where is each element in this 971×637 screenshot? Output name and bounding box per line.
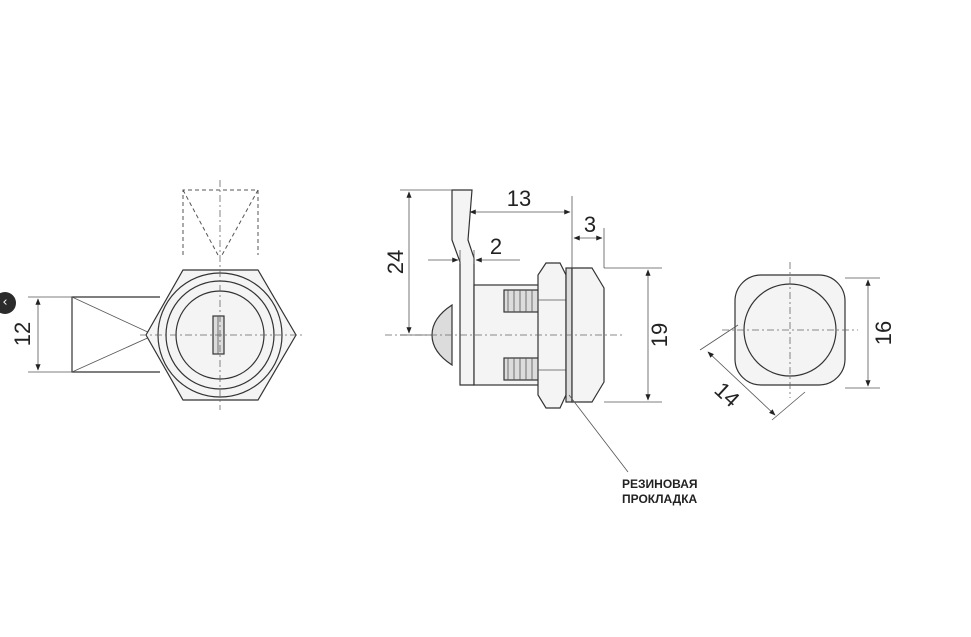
dimension-cam-offset: 2	[428, 234, 520, 264]
threads	[503, 289, 541, 381]
dimension-head-diameter: 19	[604, 267, 672, 403]
front-view: 12	[10, 180, 305, 410]
hidden-cam-outline	[182, 189, 259, 256]
dimension-label-24: 24	[383, 250, 408, 274]
dimension-washer: 3	[573, 212, 605, 268]
side-nut	[537, 262, 567, 409]
chevron-left-icon[interactable]: ‹	[0, 292, 16, 314]
dimension-label-3: 3	[584, 212, 596, 237]
side-view: 24 2 13 3 19 РЕЗИНОВ	[383, 186, 698, 506]
dimension-cam-length: 13	[469, 186, 573, 268]
cam-blade	[451, 189, 475, 386]
cam-tongue	[71, 296, 160, 373]
dimension-side-height: 24	[383, 189, 452, 336]
dimension-label-2: 2	[490, 234, 502, 259]
lock-head	[571, 267, 605, 403]
dimension-label-12: 12	[10, 322, 35, 346]
dimension-label-14: 14	[710, 377, 745, 412]
dimension-label-16: 16	[871, 321, 896, 345]
note-line-1: РЕЗИНОВАЯ	[622, 477, 698, 491]
dimension-front-height: 12	[10, 296, 72, 373]
rear-view: 16 14	[699, 262, 896, 421]
note-leader	[568, 394, 629, 473]
dimension-square-height: 16	[845, 277, 896, 389]
dimension-label-19: 19	[647, 323, 672, 347]
dimension-label-13: 13	[507, 186, 531, 211]
note-line-2: ПРОКЛАДКА	[622, 492, 698, 506]
